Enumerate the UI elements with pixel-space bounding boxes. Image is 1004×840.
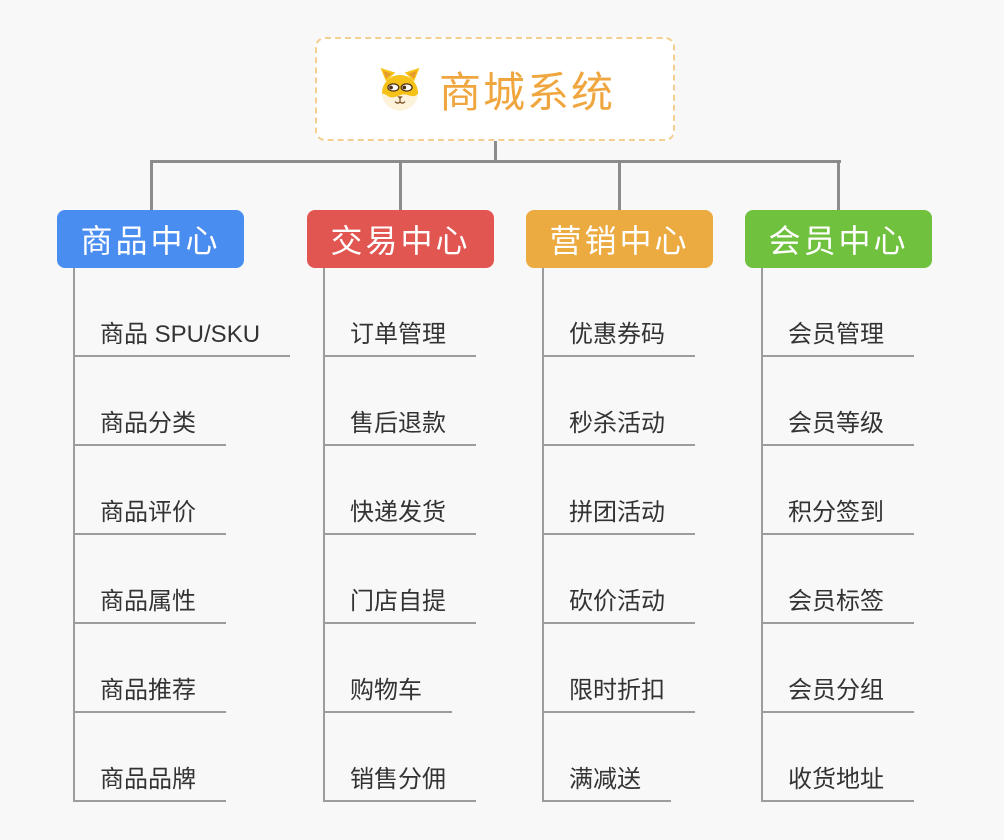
leaf-node[interactable]: 商品 SPU/SKU: [73, 321, 291, 357]
branch-box-product-center[interactable]: 商品中心: [57, 210, 244, 268]
leaf-node[interactable]: 商品属性: [73, 588, 226, 624]
leaf-node[interactable]: 商品分类: [73, 410, 226, 446]
leaf-node[interactable]: 会员标签: [761, 588, 914, 624]
leaf-node[interactable]: 门店自提: [323, 588, 476, 624]
branch-spine-member: [761, 268, 763, 802]
root-title: 商城系统: [438, 68, 615, 116]
connector-horizontal-bar: [150, 160, 841, 163]
branch-spine-trade: [323, 268, 325, 802]
connector-drop-product: [150, 160, 153, 210]
leaf-node[interactable]: 会员管理: [761, 321, 914, 357]
branch-box-marketing-center[interactable]: 营销中心: [526, 210, 713, 268]
leaf-node[interactable]: 售后退款: [323, 410, 476, 446]
connector-drop-marketing: [618, 160, 621, 210]
leaf-node[interactable]: 商品品牌: [73, 766, 226, 802]
leaf-node[interactable]: 会员分组: [761, 677, 914, 713]
leaf-node[interactable]: 销售分佣: [323, 766, 476, 802]
branch-box-trade-center[interactable]: 交易中心: [307, 210, 494, 268]
leaf-node[interactable]: 收货地址: [761, 766, 914, 802]
connector-root-stem: [494, 141, 497, 163]
leaf-node[interactable]: 购物车: [323, 677, 452, 713]
branch-spine-product: [73, 268, 75, 802]
leaf-node[interactable]: 订单管理: [323, 321, 476, 357]
leaf-node[interactable]: 秒杀活动: [542, 410, 695, 446]
connector-drop-member: [837, 160, 840, 210]
leaf-node[interactable]: 积分签到: [761, 499, 914, 535]
leaf-node[interactable]: 满减送: [542, 766, 671, 802]
leaf-node[interactable]: 拼团活动: [542, 499, 695, 535]
leaf-node[interactable]: 会员等级: [761, 410, 914, 446]
leaf-node[interactable]: 限时折扣: [542, 677, 695, 713]
branch-spine-marketing: [542, 268, 544, 802]
leaf-node[interactable]: 优惠券码: [542, 321, 695, 357]
leaf-node[interactable]: 商品评价: [73, 499, 226, 535]
dog-face-icon: [375, 64, 425, 114]
root-node[interactable]: 商城系统: [315, 37, 675, 141]
leaf-node[interactable]: 商品推荐: [73, 677, 226, 713]
leaf-node[interactable]: 砍价活动: [542, 588, 695, 624]
connector-drop-trade: [399, 160, 402, 210]
branch-box-member-center[interactable]: 会员中心: [745, 210, 932, 268]
leaf-node[interactable]: 快递发货: [323, 499, 476, 535]
